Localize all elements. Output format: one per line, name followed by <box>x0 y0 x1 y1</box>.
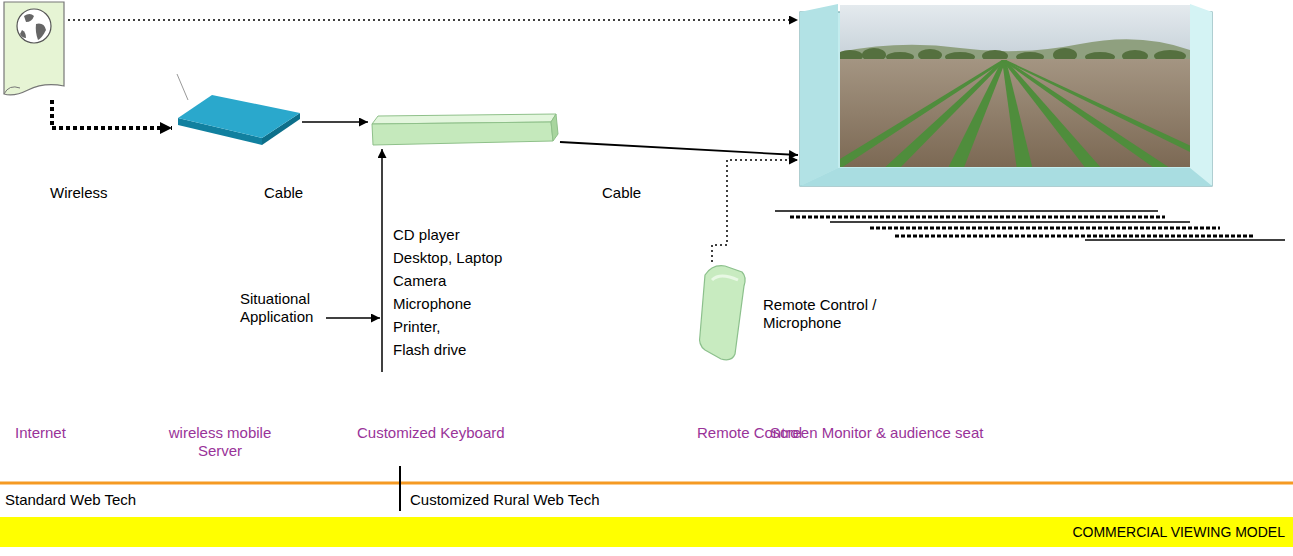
input-device-label: Camera <box>393 272 446 290</box>
seat-row <box>870 227 1220 230</box>
remote-link <box>712 160 798 262</box>
device-caption: wireless mobile Server <box>150 424 290 460</box>
remote-label: Remote Control / Microphone <box>763 296 923 332</box>
page-fold <box>4 87 20 94</box>
screen-bevel <box>800 4 838 186</box>
device-caption: Screen Monitor & audience seat <box>770 424 983 442</box>
input-device-label: Printer, <box>393 318 441 336</box>
application-arrow <box>326 317 380 319</box>
wireless-link <box>52 100 172 128</box>
screen-bevel <box>800 168 1212 186</box>
keyboard-end <box>551 114 558 141</box>
device-caption: Internet <box>15 424 66 442</box>
internet-link <box>68 19 798 21</box>
seat-row <box>775 210 1158 212</box>
seat-row <box>830 221 1190 223</box>
tech-label: Customized Rural Web Tech <box>410 491 600 509</box>
screen-monitor <box>800 4 1243 186</box>
device-caption: Customized Keyboard <box>357 424 505 442</box>
keyboard-node: Customized Keyboard <box>368 112 560 148</box>
seat-row <box>1085 239 1285 241</box>
cable-link <box>302 121 368 123</box>
remote-body <box>700 266 746 360</box>
wireless-server-shape <box>177 74 300 145</box>
keyboard-shape <box>372 114 558 145</box>
title-band: COMMERCIAL VIEWING MODEL <box>0 517 1293 547</box>
input-device-label: Flash drive <box>393 341 466 359</box>
input-arrow <box>381 149 383 372</box>
screen-bevel <box>1190 4 1212 186</box>
input-device-label: CD player <box>393 226 460 244</box>
internet-node: Internet <box>2 0 68 100</box>
connection-label: Cable <box>600 184 643 202</box>
screen-node: Screen Monitor & audience seat <box>798 2 1214 188</box>
page-shape <box>4 2 64 95</box>
connection-label: Wireless <box>48 184 110 202</box>
antenna <box>177 74 188 100</box>
model-title: COMMERCIAL VIEWING MODEL <box>1072 523 1285 541</box>
internet-icon <box>4 2 64 95</box>
globe-land <box>24 14 34 22</box>
crop-rows <box>840 60 1190 167</box>
server-node: wireless mobile Server <box>172 92 302 146</box>
sky <box>840 5 1190 65</box>
application-label: Situational Application <box>240 290 324 326</box>
tech-label: Standard Web Tech <box>5 491 136 509</box>
globe-land <box>36 24 46 40</box>
seat-row <box>895 235 1255 238</box>
remote-node: Remote Control <box>698 262 748 362</box>
input-device-label: Desktop, Laptop <box>393 249 502 267</box>
input-device-label: Microphone <box>393 295 471 313</box>
cable-link <box>560 142 798 155</box>
server-top <box>178 95 300 138</box>
remote-control-shape <box>700 266 746 360</box>
globe-land <box>20 30 26 38</box>
field-picture <box>840 5 1190 167</box>
globe <box>17 9 51 43</box>
remote-highlight <box>712 276 738 280</box>
soil <box>840 59 1190 167</box>
connection-label: Cable <box>262 184 305 202</box>
tech-separator <box>399 466 401 511</box>
audience-seats <box>775 211 1285 240</box>
seat-row <box>790 216 1165 219</box>
orange-divider <box>0 482 1293 485</box>
keyboard-front <box>372 122 553 145</box>
